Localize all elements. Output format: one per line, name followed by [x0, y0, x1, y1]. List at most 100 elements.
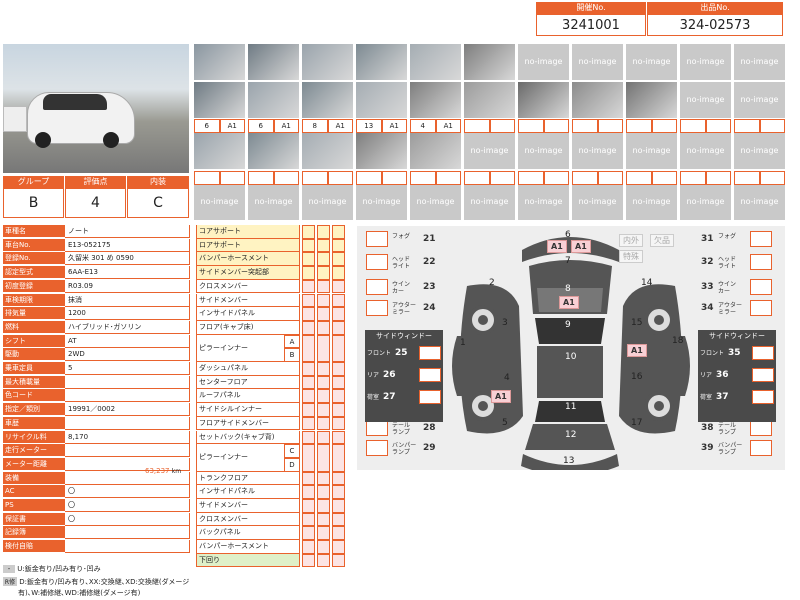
frame-part-check[interactable] — [332, 499, 345, 513]
vehicle-photo-thumb[interactable] — [248, 82, 299, 118]
no-image-thumb[interactable]: no-image — [734, 184, 785, 220]
vehicle-photo-thumb[interactable] — [464, 44, 515, 80]
vehicle-photo-thumb[interactable] — [572, 82, 623, 118]
frame-part-check[interactable] — [317, 540, 330, 554]
frame-part-check[interactable] — [302, 540, 315, 554]
no-image-thumb[interactable]: no-image — [734, 44, 785, 80]
frame-part-check[interactable] — [317, 416, 330, 431]
no-image-thumb[interactable]: no-image — [248, 184, 299, 220]
frame-part-check[interactable] — [302, 512, 315, 527]
frame-part-check[interactable] — [332, 526, 345, 541]
frame-part-check[interactable] — [332, 225, 345, 239]
no-image-thumb[interactable]: no-image — [626, 184, 677, 220]
vehicle-photo-thumb[interactable] — [518, 82, 569, 118]
frame-part-check[interactable] — [302, 238, 315, 253]
right-light-box[interactable] — [750, 254, 772, 270]
vehicle-photo-thumb[interactable] — [194, 44, 245, 80]
panel-number[interactable]: 4 — [504, 373, 510, 383]
no-image-thumb[interactable]: no-image — [734, 82, 785, 118]
frame-part-check[interactable] — [317, 526, 330, 541]
no-image-thumb[interactable]: no-image — [680, 184, 731, 220]
side-window-box[interactable] — [752, 368, 774, 382]
side-window-box[interactable] — [419, 390, 441, 404]
panel-number[interactable]: 14 — [641, 278, 653, 288]
right-light-box[interactable] — [750, 231, 772, 247]
frame-part-check[interactable] — [302, 416, 315, 431]
frame-part-check[interactable] — [332, 485, 345, 499]
left-light-box[interactable] — [366, 440, 388, 456]
frame-part-check[interactable] — [302, 293, 315, 308]
panel-number[interactable]: 5 — [502, 418, 508, 428]
frame-part-check[interactable] — [302, 362, 315, 376]
panel-number[interactable]: 18 — [672, 336, 684, 346]
frame-part-check[interactable] — [317, 252, 330, 267]
frame-part-check[interactable] — [302, 403, 315, 417]
panel-number[interactable]: 9 — [565, 320, 571, 330]
vehicle-photo-thumb[interactable] — [356, 44, 407, 80]
no-image-thumb[interactable]: no-image — [680, 44, 731, 80]
no-image-thumb[interactable]: no-image — [518, 44, 569, 80]
no-image-thumb[interactable]: no-image — [518, 133, 569, 169]
right-light-box[interactable] — [750, 279, 772, 295]
frame-part-check[interactable] — [317, 334, 330, 362]
panel-number[interactable]: 13 — [563, 456, 575, 466]
frame-part-check[interactable] — [317, 471, 330, 486]
panel-number[interactable]: 11 — [565, 402, 577, 412]
panel-number[interactable]: 6 — [565, 230, 571, 240]
frame-part-check[interactable] — [302, 279, 315, 294]
frame-part-check[interactable] — [302, 485, 315, 499]
right-light-box[interactable] — [750, 300, 772, 316]
vehicle-photo-thumb[interactable] — [248, 44, 299, 80]
frame-part-check[interactable] — [302, 266, 315, 280]
frame-part-check[interactable] — [332, 416, 345, 431]
frame-part-check[interactable] — [317, 389, 330, 404]
vehicle-photo-thumb[interactable] — [302, 44, 353, 80]
panel-number[interactable]: 15 — [631, 318, 643, 328]
frame-part-check[interactable] — [332, 293, 345, 308]
vehicle-photo-thumb[interactable] — [248, 133, 299, 169]
no-image-thumb[interactable]: no-image — [680, 82, 731, 118]
vehicle-photo-thumb[interactable] — [302, 133, 353, 169]
frame-part-check[interactable] — [332, 430, 345, 445]
frame-part-check[interactable] — [302, 430, 315, 445]
frame-part-check[interactable] — [332, 252, 345, 267]
vehicle-photo-thumb[interactable] — [464, 82, 515, 118]
no-image-thumb[interactable]: no-image — [572, 44, 623, 80]
left-light-box[interactable] — [366, 420, 388, 436]
side-window-box[interactable] — [752, 390, 774, 404]
status-tag[interactable]: 欠品 — [650, 234, 674, 247]
panel-number[interactable]: 1 — [460, 338, 466, 348]
frame-part-check[interactable] — [302, 375, 315, 390]
vehicle-photo-thumb[interactable] — [410, 44, 461, 80]
no-image-thumb[interactable]: no-image — [572, 184, 623, 220]
panel-number[interactable]: 12 — [565, 430, 577, 440]
frame-part-check[interactable] — [317, 499, 330, 513]
no-image-thumb[interactable]: no-image — [464, 184, 515, 220]
right-light-box[interactable] — [750, 420, 772, 436]
frame-part-check[interactable] — [317, 238, 330, 253]
frame-part-check[interactable] — [302, 225, 315, 239]
no-image-thumb[interactable]: no-image — [518, 184, 569, 220]
frame-part-check[interactable] — [317, 320, 330, 335]
damage-badge[interactable]: A1 — [571, 240, 591, 253]
frame-part-check[interactable] — [332, 512, 345, 527]
frame-part-check[interactable] — [332, 279, 345, 294]
frame-part-check[interactable] — [302, 526, 315, 541]
vehicle-photo-thumb[interactable] — [356, 82, 407, 118]
left-light-box[interactable] — [366, 279, 388, 295]
frame-part-check[interactable] — [302, 320, 315, 335]
frame-part-check[interactable] — [332, 403, 345, 417]
panel-number[interactable]: 2 — [489, 278, 495, 288]
no-image-thumb[interactable]: no-image — [626, 133, 677, 169]
status-tag[interactable]: 特殊 — [619, 250, 643, 263]
frame-part-check[interactable] — [317, 293, 330, 308]
vehicle-photo-thumb[interactable] — [410, 82, 461, 118]
vehicle-photo-thumb[interactable] — [356, 133, 407, 169]
vehicle-photo-thumb[interactable] — [410, 133, 461, 169]
side-window-box[interactable] — [419, 346, 441, 360]
frame-part-check[interactable] — [317, 430, 330, 445]
frame-part-check[interactable] — [302, 471, 315, 486]
frame-part-check[interactable] — [332, 540, 345, 554]
frame-part-check[interactable] — [332, 266, 345, 280]
frame-part-check[interactable] — [317, 553, 330, 568]
